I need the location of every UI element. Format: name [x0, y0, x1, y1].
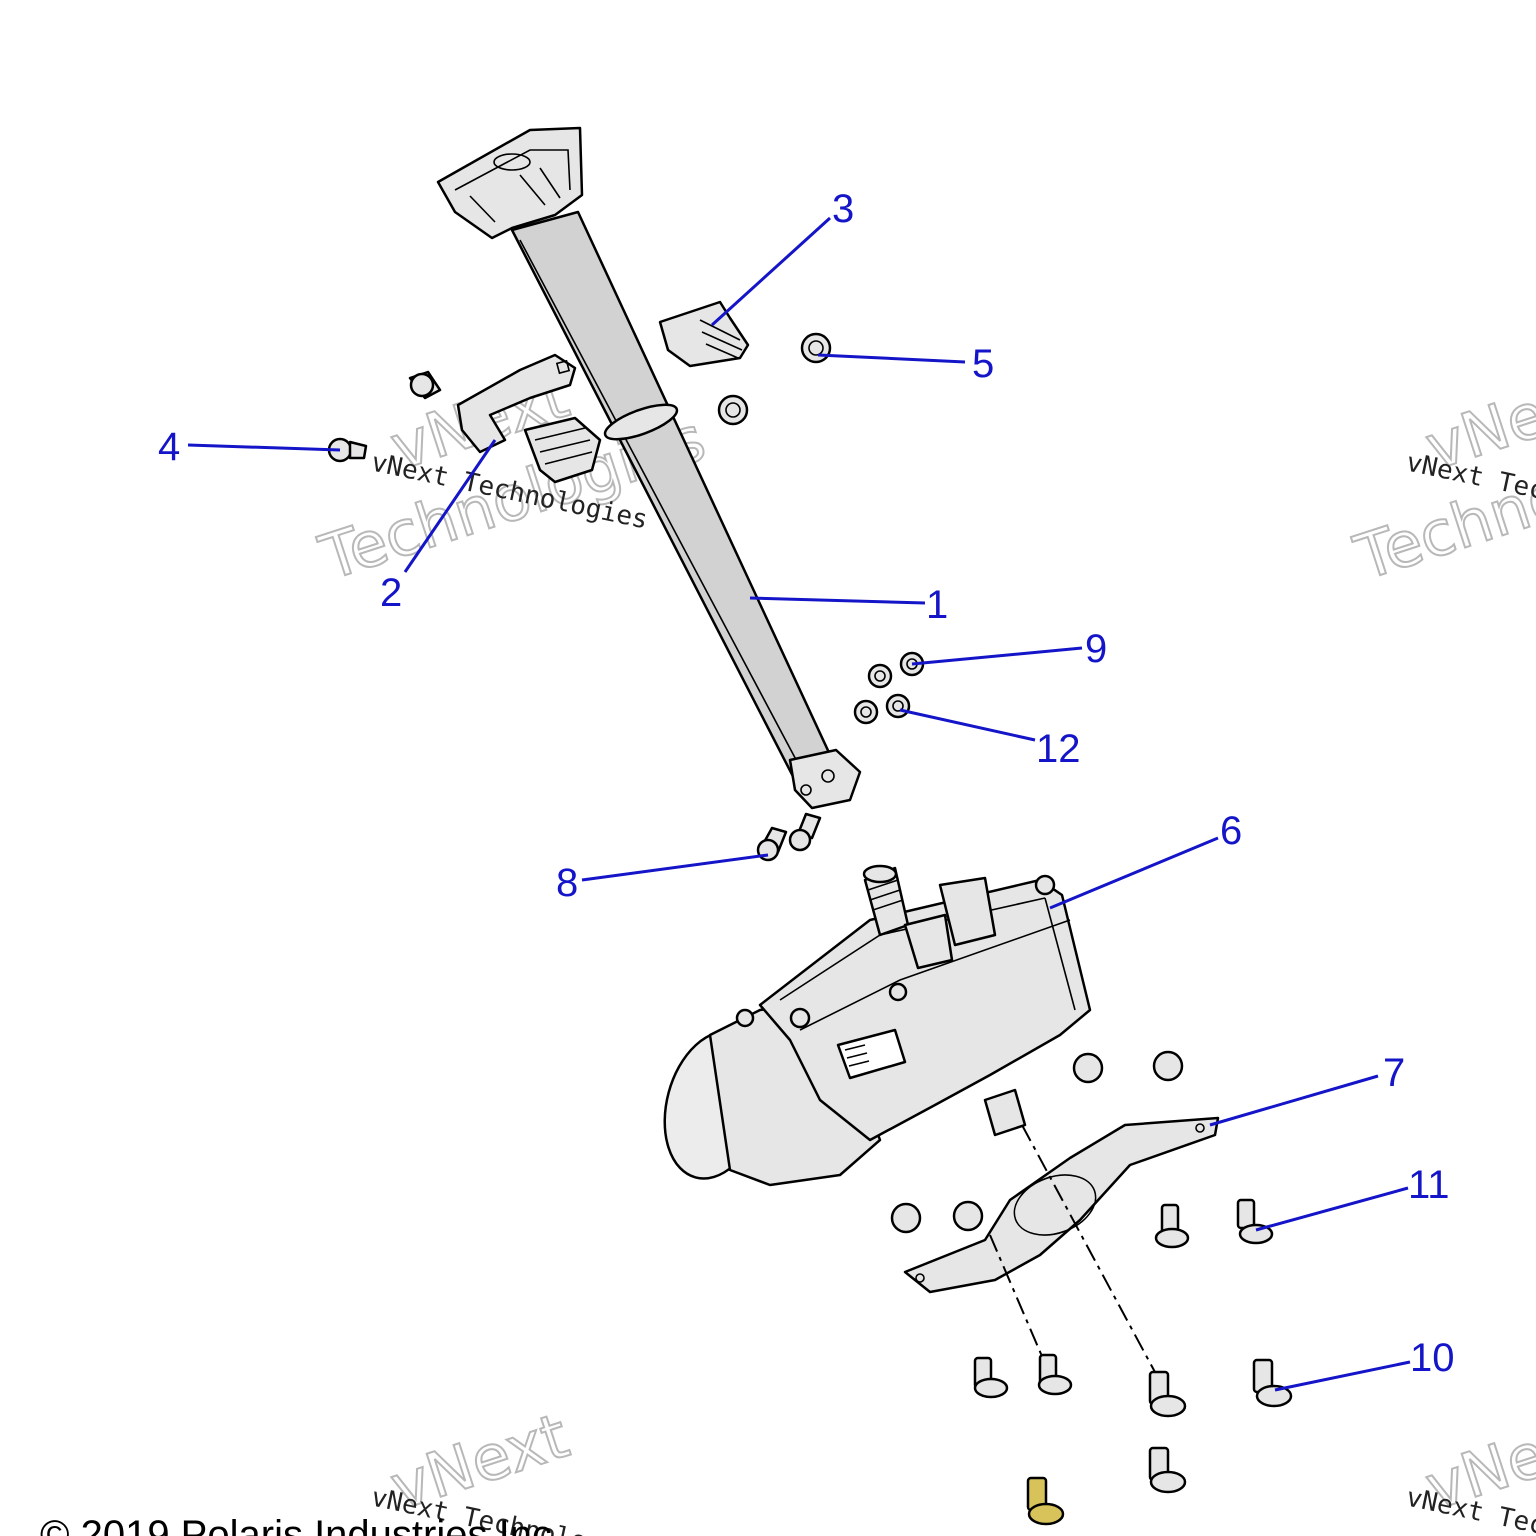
leader-8 [581, 853, 769, 882]
callout-4: 4 [158, 425, 180, 469]
bolt-10c [1148, 1370, 1187, 1418]
housing-nuts [890, 1050, 1184, 1234]
flange-bolts [973, 1198, 1293, 1526]
callout-12: 12 [1036, 727, 1081, 771]
column-top-bracket [436, 126, 584, 240]
gear-housing [758, 878, 1092, 1142]
bolt-10d [1252, 1358, 1293, 1408]
leader-2 [403, 439, 497, 573]
column-bottom-yoke [788, 748, 862, 810]
bolt-10a [973, 1356, 1009, 1399]
leader-5 [817, 353, 966, 364]
leader-9 [911, 646, 1083, 666]
leader-1 [749, 596, 926, 605]
column-collar [603, 403, 679, 441]
callout-6: 6 [1220, 809, 1242, 853]
clamp-bushing [523, 416, 602, 484]
callout-9: 9 [1085, 627, 1107, 671]
leader-6 [1049, 836, 1219, 910]
bolt-11b [1236, 1198, 1274, 1245]
bolt-11a [1154, 1203, 1190, 1249]
nut-12 [885, 693, 911, 719]
leader-11 [1255, 1186, 1409, 1232]
callout-10: 10 [1410, 1336, 1455, 1380]
output-shaft [983, 1088, 1027, 1137]
label-plate [836, 1028, 907, 1080]
callout-1: 1 [926, 583, 948, 627]
callout-7: 7 [1383, 1051, 1405, 1095]
watermark-right: vNext Technologies vNext Technologies [1345, 358, 1536, 596]
callout-3: 3 [832, 187, 854, 231]
copyright-text: © 2019 Polaris Industries Inc. [40, 1513, 563, 1536]
clamp-strap [456, 353, 577, 454]
upper-bushing [658, 300, 750, 368]
bolt-gold [1026, 1476, 1065, 1526]
power-steering-unit [663, 864, 1092, 1187]
connector [938, 876, 997, 947]
leader-lines [187, 216, 1411, 1392]
leader-4 [187, 443, 341, 452]
leader-10 [1274, 1360, 1411, 1392]
leader-3 [710, 216, 832, 327]
plate-body [903, 1116, 1220, 1294]
callout-5: 5 [972, 342, 994, 386]
callout-2: 2 [380, 571, 402, 615]
bolt-10b [1037, 1353, 1073, 1396]
callout-11: 11 [1408, 1163, 1450, 1207]
mounting-plate [903, 1116, 1220, 1294]
nut-upper [800, 332, 832, 364]
callout-labels: 1 2 3 4 5 6 7 8 9 10 11 12 [158, 187, 1455, 1380]
yoke-bolts [756, 812, 822, 862]
column-clamp [456, 353, 602, 484]
leader-7 [1209, 1074, 1379, 1127]
steering-column [436, 126, 862, 810]
upper-bushing-body [658, 300, 750, 368]
callout-8: 8 [556, 861, 578, 905]
center-lines [989, 1124, 1171, 1401]
watermark-bottom-right: vNext vNext Technologies [1404, 1398, 1536, 1536]
bolt-lower [1148, 1446, 1187, 1494]
nut-lower [717, 394, 749, 426]
leader-12 [899, 708, 1036, 742]
